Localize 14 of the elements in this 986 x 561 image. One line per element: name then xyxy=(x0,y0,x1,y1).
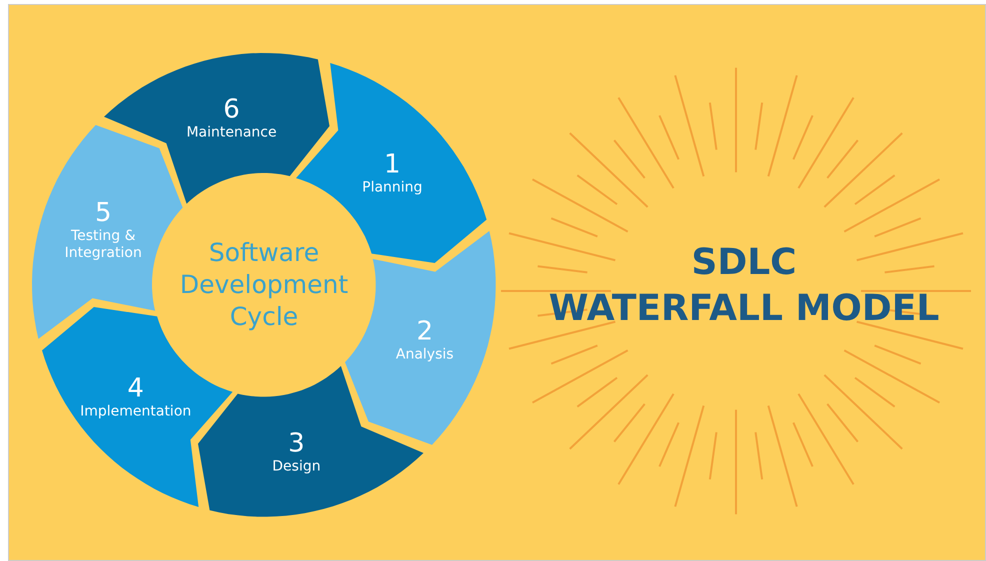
step-name: Implementation xyxy=(79,403,192,420)
title: SDLC WATERFALL MODEL xyxy=(548,241,940,331)
step-name: Planning xyxy=(361,180,424,197)
step-name: Analysis xyxy=(394,346,455,364)
step-number: 1 xyxy=(383,150,402,180)
step-number: 2 xyxy=(415,316,434,347)
step-name: Testing & Integration xyxy=(64,228,143,262)
step-name: Design xyxy=(271,458,322,476)
step-name: Maintenance xyxy=(185,124,278,142)
step-number: 6 xyxy=(222,94,241,125)
center-label: Software Development Cycle xyxy=(178,237,350,333)
step-number: 3 xyxy=(287,428,306,458)
step-number: 5 xyxy=(94,198,113,228)
step-number: 4 xyxy=(126,373,145,404)
